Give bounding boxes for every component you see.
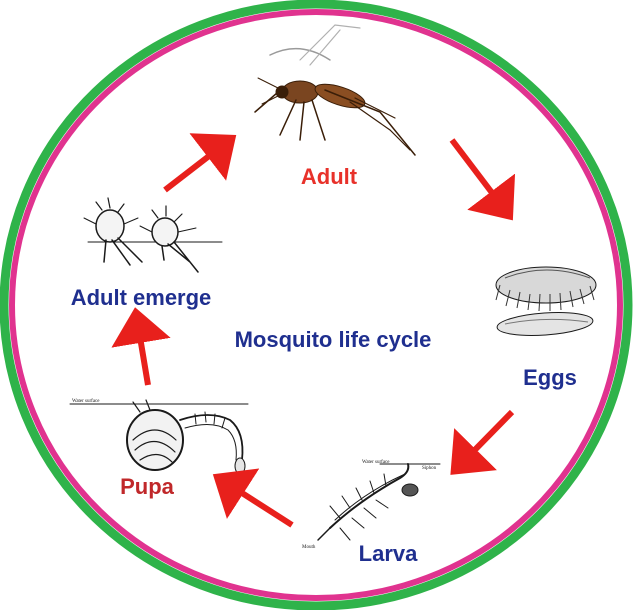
stage-label-adult-emerge: Adult emerge [71,285,212,310]
pupa-water-surface-note: Water surface [72,399,100,404]
adult-mosquito-icon [255,25,415,155]
stage-label-pupa: Pupa [120,474,175,499]
arrow-adult-to-eggs [452,140,502,206]
pupa-icon: Water surface [70,399,248,474]
arrow-pupa-to-emerge [138,325,148,385]
larva-water-surface-note: Water surface [362,460,390,465]
eggs-icon [496,267,596,338]
arrow-emerge-to-adult [165,146,222,190]
larva-mouth-note: Mouth [302,545,316,550]
diagram-title: Mosquito life cycle [235,327,432,352]
stage-label-eggs: Eggs [523,365,577,390]
arrow-larva-to-pupa [228,484,292,525]
stage-label-larva: Larva [359,541,418,566]
arrow-eggs-to-larva [463,412,512,462]
larva-siphon-note: Siphon [422,466,437,471]
stage-label-adult: Adult [301,164,358,189]
larva-icon: Water surface Siphon Mouth [302,460,440,550]
adult-emerge-icon [84,198,222,272]
